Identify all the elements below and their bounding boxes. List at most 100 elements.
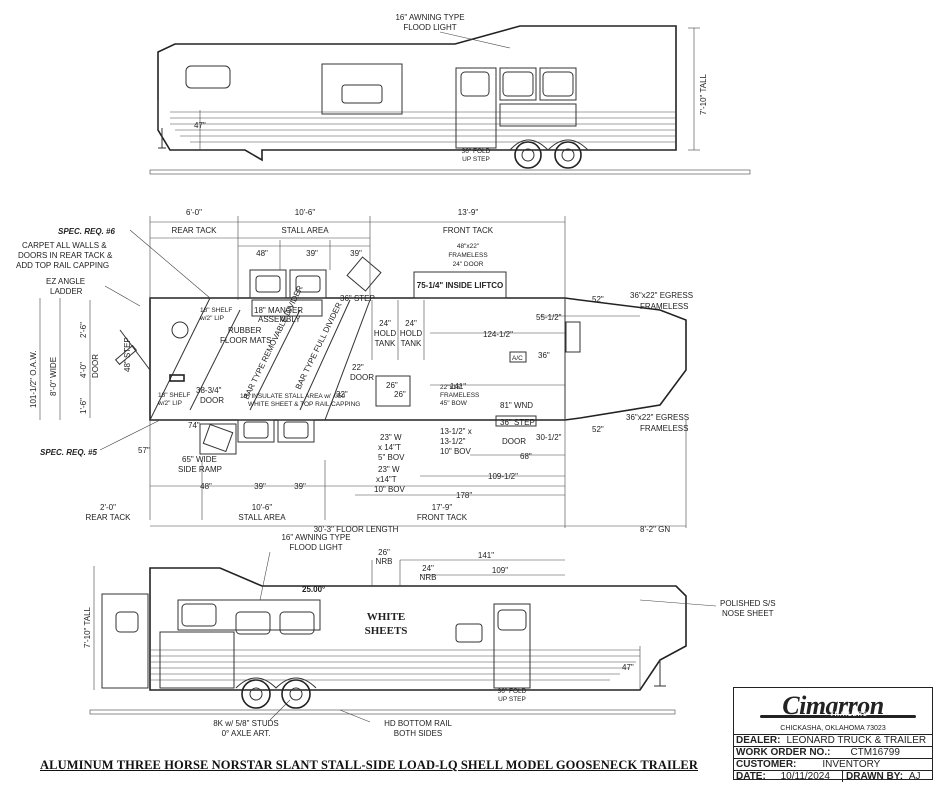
carpet-note-2: DOORS IN REAR TACK & (18, 251, 113, 260)
nrb-26-1: 26" (378, 548, 390, 557)
ac-label: A/C (512, 355, 523, 362)
left-dim-3: DOOR (91, 354, 100, 378)
fp-window-4 (277, 419, 315, 443)
axle-2: 0° AXLE ART. (222, 729, 271, 738)
window-note-3: 24" DOOR (453, 261, 484, 268)
work-order-row: WORK ORDER NO.: CTM16799 (734, 746, 932, 758)
ramp-1: 65" WIDE (182, 455, 217, 464)
rear-tack-top-1: 6'-0" (186, 208, 202, 217)
wheel-2 (554, 141, 582, 169)
shelf-bot-2: w/2" LIP (157, 400, 182, 407)
bot-height: 7'-10" TALL (83, 606, 92, 648)
rear-tack-bot-1: 2'-0" (100, 503, 116, 512)
tack-door (455, 67, 497, 149)
step-36-label: 36" STEP (340, 294, 375, 303)
dim-bot-48: 48" (200, 482, 212, 491)
rail-1: HD BOTTOM RAIL (384, 719, 452, 728)
dim-68: 68" (520, 452, 532, 461)
dim-109: 109-1/2" (488, 472, 518, 481)
dim-36: 36" (538, 351, 550, 360)
dealer-row: DEALER: LEONARD TRUCK & TRAILER (734, 734, 932, 746)
city-label: CHICKASHA, OKLAHOMA 73023 (780, 725, 886, 732)
win23a-3: 5" BOV (378, 453, 405, 462)
nose-box (565, 321, 581, 353)
floor-plan (39, 216, 687, 528)
stall-area-bot-1: 10'-6" (252, 503, 273, 512)
trailer-outline (157, 25, 677, 162)
front-tack-top-2: FRONT TACK (443, 226, 494, 235)
dims-top (149, 216, 640, 386)
tank2-1: 24" (405, 319, 417, 328)
dims-bottom (39, 298, 687, 528)
work-order-value: CTM16799 (850, 747, 900, 758)
dim-26a: 26" (386, 381, 398, 390)
floor-length: 30'-3" FLOOR LENGTH (314, 525, 399, 534)
front-tack-top-1: 13'-9" (458, 208, 479, 217)
shelf-bot-1: 18" SHELF (158, 392, 190, 399)
bot-dim-109: 109" (492, 566, 508, 575)
dim-top-48: 48" (256, 249, 268, 258)
left-dim-2: 4'-0" (79, 362, 88, 378)
door-window (460, 71, 490, 97)
top-light-label-2: FLOOD LIGHT (403, 23, 456, 32)
ladder-label-1: EZ ANGLE (46, 277, 85, 286)
liftco (413, 271, 507, 299)
date-row: DATE: 10/11/2024 DRAWN BY: AJ (734, 770, 932, 782)
window-note2-1: 22"x15" (440, 384, 463, 391)
win23a-2: x 14"T (378, 443, 401, 452)
floor-outline (149, 297, 687, 421)
lower-panel (499, 103, 577, 127)
front-tack-bot-2: FRONT TACK (417, 513, 468, 522)
dim-bot-39b: 39" (294, 482, 306, 491)
rear-door-open (101, 593, 149, 689)
manger-1: 18" MANGER (254, 306, 303, 315)
win13-3: 10" BOV (440, 447, 472, 456)
left-dim-1: 2'-6" (79, 322, 88, 338)
ramp-2: SIDE RAMP (178, 465, 222, 474)
door-22-1: 22" (352, 363, 364, 372)
wheel-1 (514, 141, 542, 169)
title-block: Cimarron CHICKASHA, OKLAHOMA 73023 DEALE… (733, 687, 933, 782)
rear-door-swing (119, 329, 151, 371)
ground-rail-2 (89, 709, 676, 715)
insulate-1: 18" INSULATE STALL AREA w/ .050 (240, 393, 346, 400)
dim-52b: 52" (592, 425, 604, 434)
rear-tack-bot-2: REAR TACK (85, 513, 131, 522)
stall-area-top-1: 10'-6" (295, 208, 316, 217)
rear-tack-top-2: REAR TACK (171, 226, 217, 235)
leader-light-2 (259, 551, 271, 601)
nrb-24-2: NRB (420, 573, 437, 582)
floor-box (375, 375, 411, 407)
bridle-hook (169, 374, 185, 382)
leader-nose (639, 599, 717, 607)
fp-window-1 (249, 269, 287, 299)
dim-141: 141" (450, 382, 466, 391)
dealer-key: DEALER: (736, 735, 781, 746)
logo-swoosh (760, 715, 916, 718)
trailer-outline-2 (149, 567, 687, 691)
wheel-4 (281, 679, 311, 709)
lq-window (185, 65, 231, 89)
carpet-note-3: ADD TOP RAIL CAPPING (16, 261, 109, 270)
axle-1: 8K w/ 5/8" STUDS (213, 719, 279, 728)
carpet-note-1: CARPET ALL WALLS & (22, 241, 107, 250)
top-ground-label: 47" (194, 121, 206, 130)
win13-1: 13-1/2" x (440, 427, 472, 436)
front-tack-bot-1: 17'-9" (432, 503, 453, 512)
door-30-2: 30-1/2" (536, 433, 562, 442)
insulate-2: WHITE SHEET & TOP RAIL CAPPING (248, 401, 360, 408)
nrb-24-1: 24" (422, 564, 434, 573)
mats-1: RUBBER (228, 326, 262, 335)
tank1-2: HOLD (374, 329, 396, 338)
stall-area-bot-2: STALL AREA (238, 513, 286, 522)
date-value: 10/11/2024 (780, 771, 830, 782)
sheets-1: WHITE (367, 611, 406, 623)
egress1-1: 36"x22" EGRESS (630, 291, 693, 300)
divider-2 (249, 309, 301, 411)
leader-light (439, 31, 511, 49)
dealer-value: LEONARD TRUCK & TRAILER (786, 735, 927, 746)
stall-end-wall (324, 299, 371, 421)
win23b-1: 23" W (378, 465, 400, 474)
customer-key: CUSTOMER: (736, 759, 797, 770)
side-door-step (495, 415, 537, 427)
